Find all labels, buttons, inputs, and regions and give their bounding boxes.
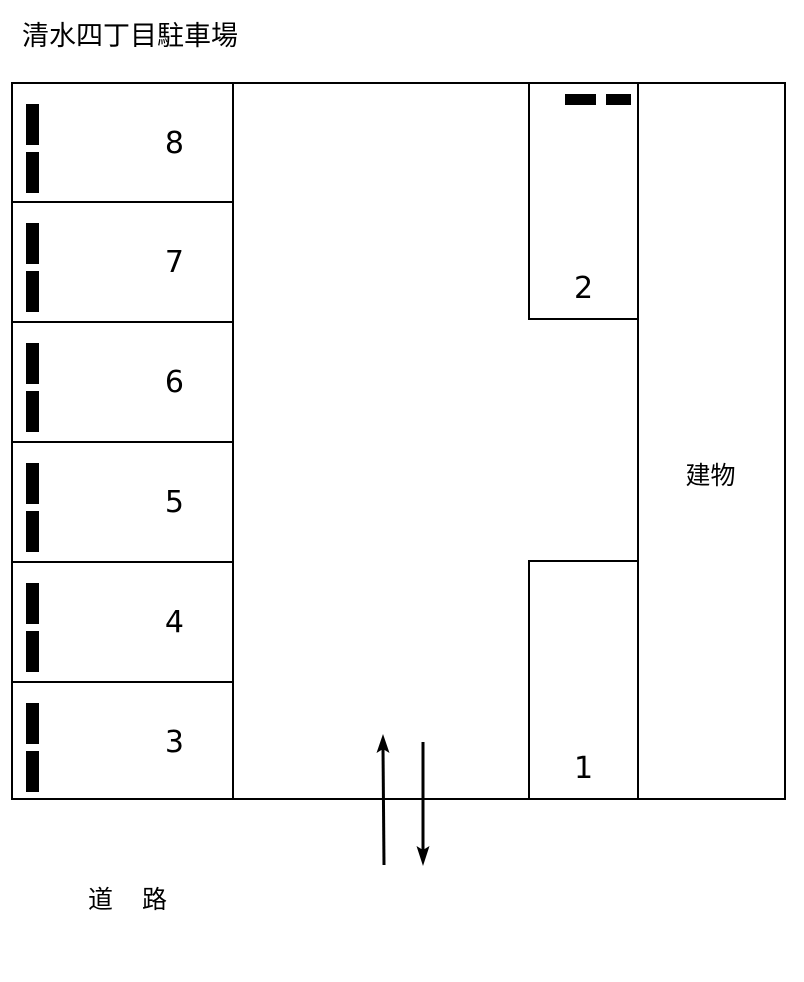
parking-stall-4[interactable]: 4	[13, 563, 232, 682]
wheel-stop-mark	[606, 94, 631, 105]
wheel-stop-mark	[26, 223, 39, 264]
wheel-stop-mark	[26, 104, 39, 145]
stall-number: 2	[573, 271, 594, 306]
stall-2-left-edge	[528, 84, 530, 320]
building-label: 建物	[685, 461, 736, 490]
wheel-stop-mark	[26, 631, 39, 672]
wheel-stop-mark	[565, 94, 596, 105]
stall-number: 5	[164, 484, 184, 520]
wheel-stop-mark	[26, 703, 39, 744]
stall-row-divider	[11, 681, 234, 683]
stall-number: 1	[573, 751, 594, 786]
wheel-stop-mark	[26, 511, 39, 552]
parking-stall-5[interactable]: 5	[13, 443, 232, 562]
page-title: 清水四丁目駐車場	[22, 21, 238, 52]
wheel-stop-mark	[26, 152, 39, 193]
stall-row-divider	[11, 561, 234, 563]
diagram-border-bottom	[11, 798, 786, 800]
parking-stall-2[interactable]: 2	[528, 84, 639, 320]
parking-lot-diagram: 8 7 6 5 4 3 建物 2	[11, 82, 786, 800]
parking-stall-3[interactable]: 3	[13, 683, 232, 802]
parking-stall-8[interactable]: 8	[13, 84, 232, 203]
parking-stall-7[interactable]: 7	[13, 203, 232, 322]
stall-row-divider	[11, 321, 234, 323]
road-label: 道 路	[88, 885, 170, 914]
wheel-stop-mark	[26, 271, 39, 312]
stall-1-left-edge	[528, 560, 530, 798]
stall-number: 4	[164, 604, 184, 640]
stall-row-divider	[11, 201, 234, 203]
stall-number: 8	[164, 125, 184, 161]
building-area: 建物	[637, 84, 784, 798]
stall-2-bottom-edge	[528, 318, 639, 320]
wheel-stop-mark	[26, 463, 39, 504]
diagram-border-top	[11, 82, 786, 84]
building-left-edge	[637, 82, 639, 800]
stall-number: 7	[164, 244, 184, 280]
stall-1-top-edge	[528, 560, 639, 562]
parking-stall-1[interactable]: 1	[528, 560, 639, 798]
stall-number: 3	[164, 724, 184, 760]
stall-row-divider	[11, 441, 234, 443]
stall-number: 6	[164, 364, 184, 400]
wheel-stop-mark	[26, 391, 39, 432]
parking-stall-6[interactable]: 6	[13, 323, 232, 442]
wheel-stop-mark	[26, 751, 39, 792]
wheel-stop-mark	[26, 343, 39, 384]
wheel-stop-mark	[26, 583, 39, 624]
diagram-border-right	[784, 82, 786, 800]
